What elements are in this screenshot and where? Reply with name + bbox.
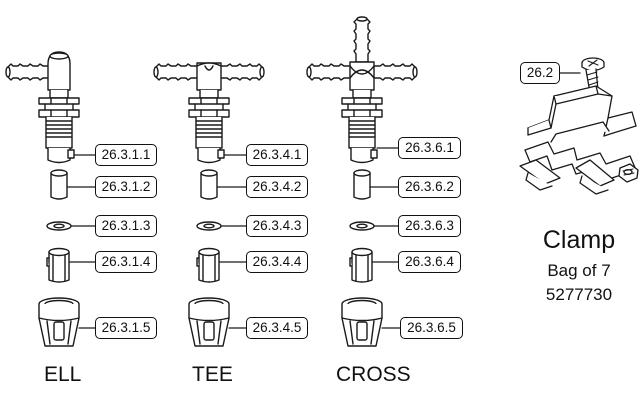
clamp-part-number: 5277730 <box>545 285 613 304</box>
tee-callout-3: 26.3.4.3 <box>246 215 308 237</box>
cross-title: CROSS <box>336 363 411 386</box>
clamp-drawing <box>519 57 639 195</box>
cross-callout-5: 26.3.6.5 <box>400 317 463 339</box>
clamp-bag-count: Bag of 7 <box>547 261 611 280</box>
clamp-title: Clamp <box>542 226 616 254</box>
tee-callout-4: 26.3.4.4 <box>246 251 308 273</box>
ell-callout-4: 26.3.1.4 <box>95 251 157 273</box>
ell-title: ELL <box>44 363 82 386</box>
ell-callout-5: 26.3.1.5 <box>95 317 157 339</box>
tee-callout-1: 26.3.4.1 <box>246 144 308 166</box>
tee-title: TEE <box>192 363 233 386</box>
clamp-callout: 26.2 <box>520 62 560 84</box>
cross-callout-2: 26.3.6.2 <box>398 176 461 198</box>
tee-callout-2: 26.3.4.2 <box>246 176 308 198</box>
cross-callout-3: 26.3.6.3 <box>398 215 461 237</box>
tee-callout-5: 26.3.4.5 <box>246 317 308 339</box>
leader-lines <box>66 147 402 329</box>
cross-assembly <box>306 16 418 347</box>
ell-assembly <box>5 51 80 347</box>
cross-callout-4: 26.3.6.4 <box>398 251 461 273</box>
cross-callout-1: 26.3.6.1 <box>398 137 461 159</box>
ell-callout-3: 26.3.1.3 <box>95 215 157 237</box>
tee-assembly <box>153 62 265 347</box>
ell-callout-1: 26.3.1.1 <box>95 144 157 166</box>
ell-callout-2: 26.3.1.2 <box>95 176 157 198</box>
